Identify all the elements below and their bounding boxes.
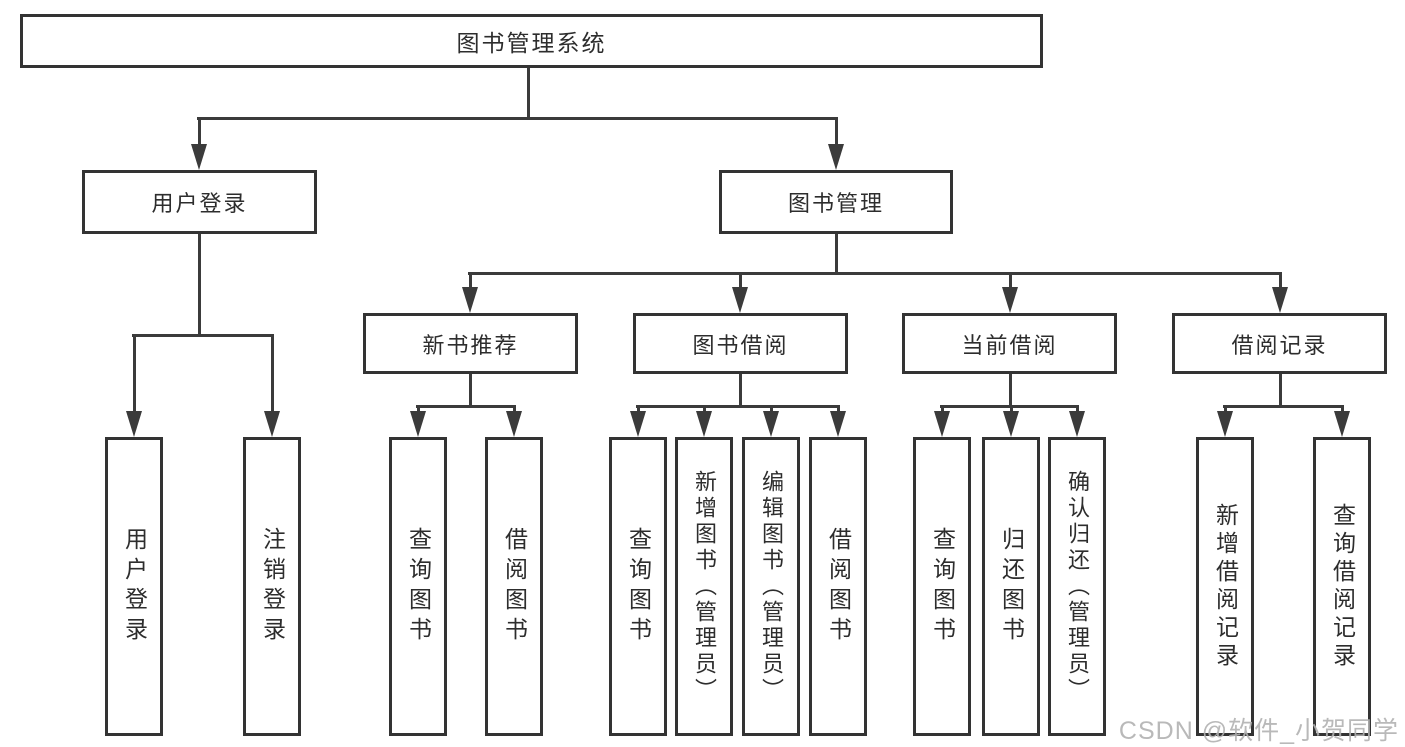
leaf-add-book-admin: 新增图书（管理员） xyxy=(675,437,733,736)
arrow-shaft xyxy=(835,117,838,146)
leaf-label: 注销登录 xyxy=(259,526,286,647)
arrow-down-icon xyxy=(732,287,748,313)
arrow-shaft xyxy=(770,405,773,413)
connector-line-horizontal xyxy=(468,272,1282,275)
arrow-down-icon xyxy=(696,411,712,437)
csdn-watermark: CSDN @软件_小贺同学 xyxy=(1118,717,1399,745)
leaf-borrow-books-recommend: 借阅图书 xyxy=(485,437,543,736)
arrow-down-icon xyxy=(126,411,142,437)
arrow-shaft xyxy=(198,117,201,146)
leaf-query-books-recommend: 查询图书 xyxy=(389,437,447,736)
arrow-shaft xyxy=(637,405,640,413)
leaf-label: 查询借阅记录 xyxy=(1329,502,1356,671)
arrow-shaft xyxy=(1010,405,1013,413)
leaf-label: 新增借阅记录 xyxy=(1212,502,1239,671)
leaf-label: 查询图书 xyxy=(929,526,956,647)
arrow-down-icon xyxy=(1272,287,1288,313)
leaf-label: 归还图书 xyxy=(998,526,1025,647)
arrow-down-icon xyxy=(1003,411,1019,437)
leaf-label: 查询图书 xyxy=(405,526,432,647)
arrow-shaft xyxy=(1341,405,1344,413)
arrow-shaft xyxy=(133,334,136,413)
arrow-shaft xyxy=(941,405,944,413)
connector-line-horizontal xyxy=(1223,405,1344,408)
connector-line-vertical xyxy=(198,234,201,336)
leaf-query-borrow-record: 查询借阅记录 xyxy=(1313,437,1371,736)
arrow-down-icon xyxy=(191,144,207,170)
leaf-add-borrow-record: 新增借阅记录 xyxy=(1196,437,1254,736)
node-root-library-system: 图书管理系统 xyxy=(20,14,1043,68)
arrow-down-icon xyxy=(264,411,280,437)
arrow-down-icon xyxy=(462,287,478,313)
connector-line-horizontal xyxy=(197,117,838,120)
leaf-borrow-books-borrowing: 借阅图书 xyxy=(809,437,867,736)
connector-line-vertical xyxy=(1009,374,1012,407)
arrow-shaft xyxy=(271,334,274,413)
node-book-borrowing: 图书借阅 xyxy=(633,313,848,374)
leaf-label: 借阅图书 xyxy=(825,526,852,647)
arrow-shaft xyxy=(1076,405,1079,413)
arrow-down-icon xyxy=(1334,411,1350,437)
arrow-down-icon xyxy=(763,411,779,437)
arrow-down-icon xyxy=(830,411,846,437)
connector-line-horizontal xyxy=(132,334,274,337)
connector-line-vertical xyxy=(1279,374,1282,407)
arrow-shaft xyxy=(469,272,472,289)
connector-line-horizontal xyxy=(940,405,1079,408)
leaf-user-login: 用户登录 xyxy=(105,437,163,736)
node-user-login: 用户登录 xyxy=(82,170,317,234)
leaf-label: 用户登录 xyxy=(121,526,148,647)
arrow-shaft xyxy=(417,405,420,413)
leaf-label: 确认归还（管理员） xyxy=(1065,469,1090,704)
node-current-borrowing: 当前借阅 xyxy=(902,313,1117,374)
leaf-label: 借阅图书 xyxy=(501,526,528,647)
leaf-label: 编辑图书（管理员） xyxy=(759,469,784,704)
arrow-shaft xyxy=(1279,272,1282,289)
leaf-edit-book-admin: 编辑图书（管理员） xyxy=(742,437,800,736)
arrow-down-icon xyxy=(506,411,522,437)
arrow-down-icon xyxy=(1002,287,1018,313)
connector-line-vertical xyxy=(469,374,472,407)
arrow-down-icon xyxy=(934,411,950,437)
arrow-shaft xyxy=(1009,272,1012,289)
connector-line-vertical xyxy=(527,66,530,119)
arrow-shaft xyxy=(513,405,516,413)
node-book-management: 图书管理 xyxy=(719,170,953,234)
node-new-book-recommend: 新书推荐 xyxy=(363,313,578,374)
connector-line-vertical xyxy=(739,374,742,407)
arrow-shaft xyxy=(739,272,742,289)
arrow-down-icon xyxy=(410,411,426,437)
leaf-logout: 注销登录 xyxy=(243,437,301,736)
arrow-shaft xyxy=(837,405,840,413)
arrow-down-icon xyxy=(828,144,844,170)
arrow-down-icon xyxy=(1069,411,1085,437)
arrow-shaft xyxy=(1224,405,1227,413)
leaf-confirm-return-admin: 确认归还（管理员） xyxy=(1048,437,1106,736)
arrow-down-icon xyxy=(630,411,646,437)
arrow-down-icon xyxy=(1217,411,1233,437)
leaf-return-book: 归还图书 xyxy=(982,437,1040,736)
leaf-query-books-current: 查询图书 xyxy=(913,437,971,736)
connector-line-horizontal xyxy=(416,405,516,408)
connector-line-horizontal xyxy=(636,405,840,408)
connector-line-vertical xyxy=(835,234,838,274)
leaf-label: 新增图书（管理员） xyxy=(692,469,717,704)
leaf-query-books-borrowing: 查询图书 xyxy=(609,437,667,736)
arrow-shaft xyxy=(703,405,706,413)
leaf-label: 查询图书 xyxy=(625,526,652,647)
node-borrowing-records: 借阅记录 xyxy=(1172,313,1387,374)
